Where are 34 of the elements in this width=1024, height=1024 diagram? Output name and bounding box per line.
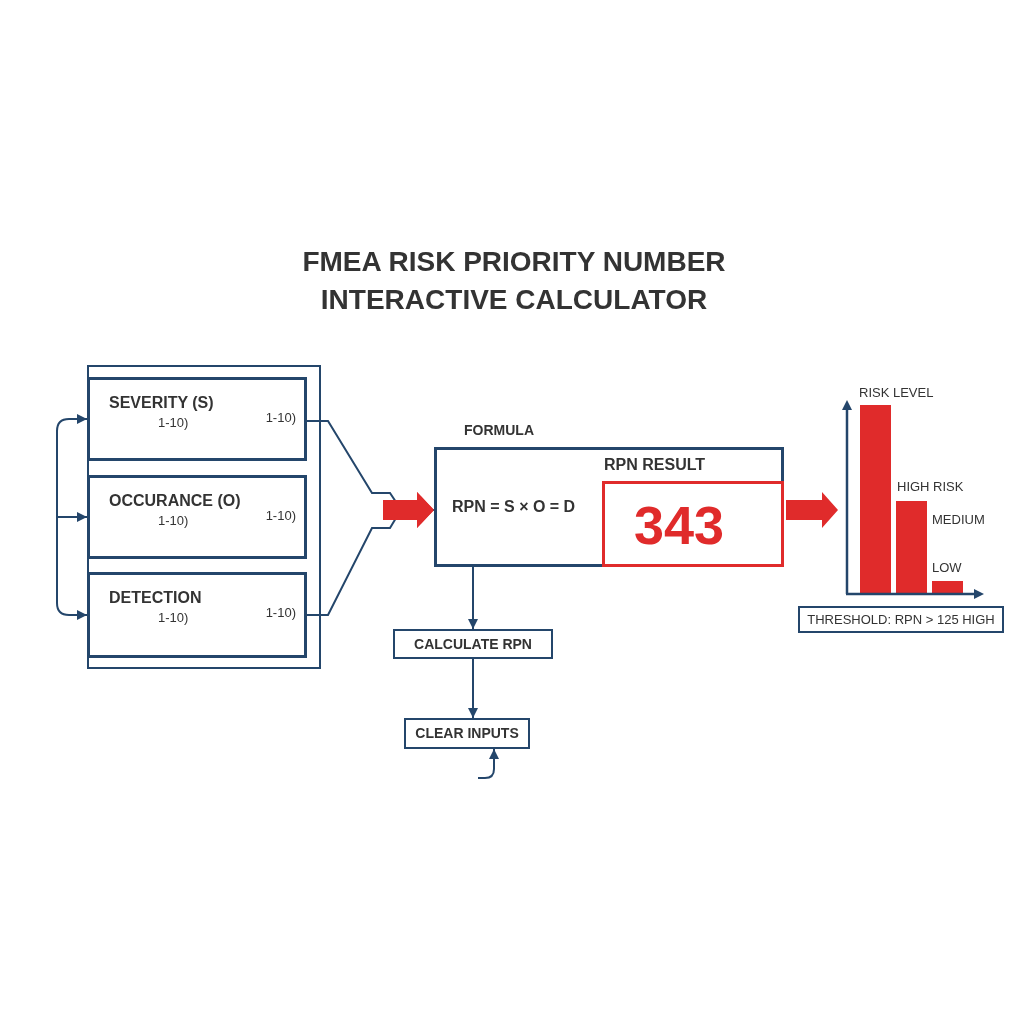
arrow	[468, 566, 478, 630]
range-text: 1-10)	[158, 415, 189, 431]
action-box	[393, 629, 553, 659]
diagram-title: FMEA RISK PRIORITY NUMBER INTERACTIVE CALCULATOR	[301, 245, 727, 317]
field-title: DETECTION	[109, 589, 202, 607]
range-text: 1-10)	[158, 513, 189, 529]
arrow	[306, 492, 435, 616]
threshold-box	[798, 606, 1004, 633]
group-frame	[87, 365, 321, 669]
field-title: OCCURANCE (O)	[109, 492, 241, 510]
input-card	[87, 572, 307, 658]
action-box	[404, 718, 530, 749]
range-text: 1-10)	[158, 610, 189, 626]
result-value: 343	[634, 498, 725, 552]
block-arrow	[786, 492, 838, 528]
arrow	[56, 414, 88, 519]
range-text: 1-10)	[265, 508, 296, 524]
action-label: CLEAR INPUTS	[415, 725, 519, 742]
input-card	[87, 475, 307, 559]
chart-label: RISK LEVEL	[859, 385, 934, 401]
arrow-shaft	[383, 500, 417, 520]
range-text: 1-10)	[265, 605, 296, 621]
arrow	[468, 658, 478, 719]
field-title: SEVERITY (S)	[109, 394, 214, 412]
input-card	[87, 377, 307, 461]
threshold-text: THRESHOLD: RPN > 125 HIGH	[807, 611, 995, 628]
panel-heading: RPN RESULT	[604, 456, 706, 474]
arrow	[56, 512, 88, 522]
panel-heading: FORMULA	[464, 422, 534, 439]
arrow	[56, 517, 88, 620]
formula-text: RPN = S × O = D	[452, 498, 576, 516]
range-text: 1-10)	[265, 410, 296, 426]
arrow	[477, 748, 499, 779]
action-label: CALCULATE RPN	[414, 635, 532, 653]
